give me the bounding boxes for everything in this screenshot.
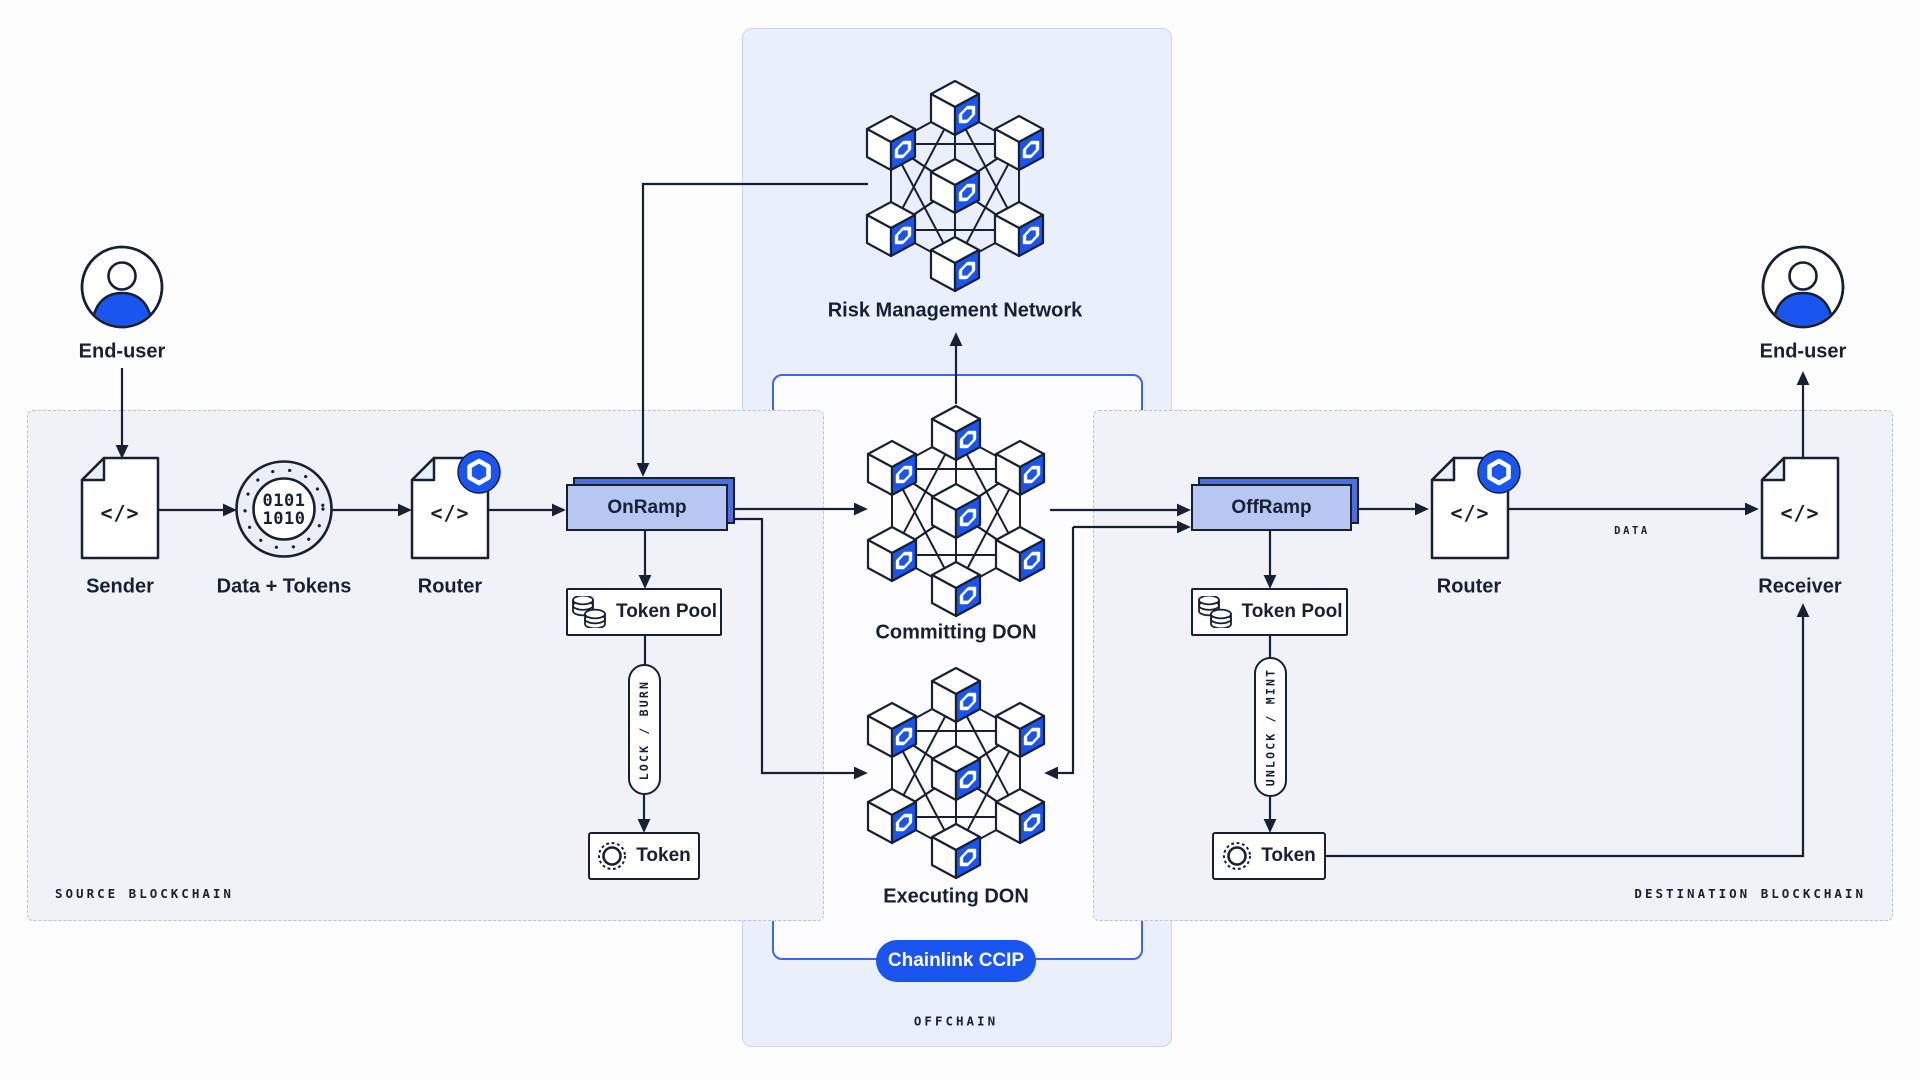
end-user-source-icon: [82, 247, 162, 331]
chainlink-ccip-badge: Chainlink CCIP: [876, 940, 1036, 982]
destination-blockchain-label: DESTINATION BLOCKCHAIN: [1634, 886, 1866, 901]
sender-code-glyph: </>: [100, 501, 139, 525]
executing-don-label: Executing DON: [883, 885, 1029, 908]
end-user-destination-label: End-user: [1759, 340, 1847, 363]
data-tokens-label: Data + Tokens: [216, 575, 352, 598]
onramp-box: OnRamp: [566, 484, 728, 531]
offchain-panel-label: OFFCHAIN: [913, 1013, 999, 1029]
risk-management-network-cluster: [865, 79, 1045, 293]
token-pool-source-label: Token Pool: [616, 601, 717, 622]
token-source-box: Token: [588, 832, 700, 880]
token-pool-destination-label: Token Pool: [1241, 601, 1343, 622]
coin-icon: [597, 841, 627, 871]
router-destination-code-glyph: </>: [1450, 501, 1489, 525]
token-pool-source-box: Token Pool: [566, 588, 722, 636]
chainlink-ccip-label: Chainlink CCIP: [887, 950, 1025, 971]
sender-label: Sender: [86, 575, 154, 598]
receiver-label: Receiver: [1758, 575, 1842, 598]
token-source-label: Token: [636, 845, 691, 866]
router-destination-doc-icon: </>: [1430, 451, 1520, 560]
token-destination-box: Token: [1212, 832, 1326, 880]
lock-burn-label: LOCK / BURN: [637, 679, 652, 780]
offramp-label: OffRamp: [1231, 496, 1312, 518]
router-source-label: Router: [417, 575, 483, 598]
edge-onramp-to-executing: [728, 517, 868, 780]
data-tokens-icon: 0101 1010: [235, 460, 333, 558]
onramp-label: OnRamp: [607, 496, 687, 518]
receiver-doc-icon: </>: [1760, 456, 1840, 560]
rmn-label: Risk Management Network: [827, 299, 1083, 322]
router-source-doc-icon: </>: [410, 451, 500, 560]
router-source-code-glyph: </>: [430, 501, 469, 525]
lock-burn-capsule: LOCK / BURN: [628, 664, 661, 795]
binary-line2: 1010: [263, 509, 306, 529]
binary-line1: 0101: [263, 491, 306, 511]
end-user-source-label: End-user: [78, 340, 166, 363]
chainlink-badge-icon: [458, 451, 500, 493]
edge-rmn-to-onramp: [636, 182, 868, 477]
unlock-mint-capsule: UNLOCK / MINT: [1254, 657, 1287, 797]
edge-token-to-receiver: [1326, 603, 1810, 858]
data-edge-label: DATA: [1614, 525, 1650, 537]
edge-junction-to-executing: [1044, 527, 1075, 780]
sender-doc-icon: </>: [80, 456, 160, 560]
source-blockchain-label: SOURCE BLOCKCHAIN: [55, 886, 234, 901]
router-destination-label: Router: [1436, 575, 1502, 598]
unlock-mint-label: UNLOCK / MINT: [1263, 667, 1278, 787]
offramp-box: OffRamp: [1191, 484, 1352, 531]
connector-lines: [115, 182, 1810, 858]
committing-don-cluster: [866, 404, 1046, 618]
coins-icon: [1197, 596, 1232, 628]
committing-don-label: Committing DON: [875, 621, 1037, 644]
end-user-destination-icon: [1763, 247, 1843, 331]
executing-don-cluster: [866, 666, 1046, 880]
coin-icon: [1222, 841, 1252, 871]
token-destination-label: Token: [1261, 845, 1316, 866]
receiver-code-glyph: </>: [1780, 501, 1819, 525]
chainlink-badge-icon: [1478, 451, 1520, 493]
coins-icon: [572, 596, 606, 628]
token-pool-destination-box: Token Pool: [1191, 588, 1348, 636]
